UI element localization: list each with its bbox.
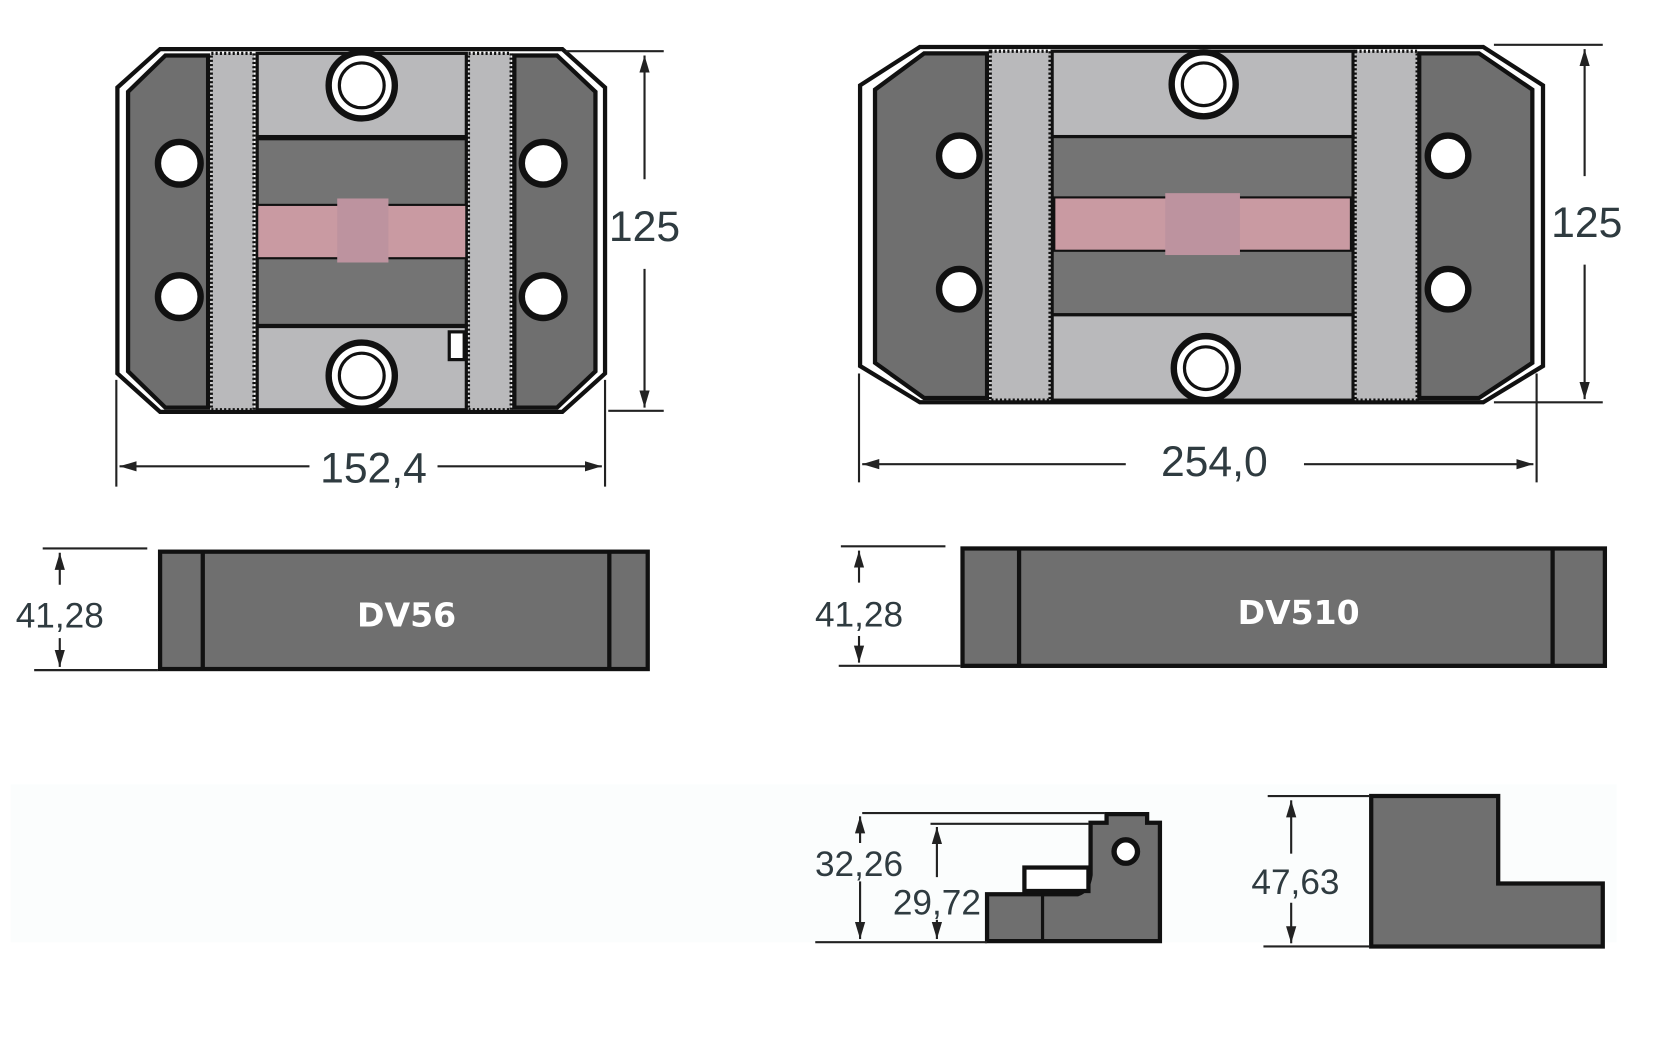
dv510-width-dimension: 254,0 <box>1161 438 1268 486</box>
block-profile-view: 47,63 <box>1251 793 1605 949</box>
dv56-label: DV56 <box>357 595 456 634</box>
background-band <box>10 784 1617 943</box>
hex-screw-icon <box>935 132 1472 313</box>
dv56-side-height: 41,28 <box>16 596 104 635</box>
bolt-hole-icon <box>1168 49 1242 404</box>
dv510-height-dimension: 125 <box>1551 199 1622 247</box>
jaw-step-height: 29,72 <box>893 883 981 922</box>
dv510-label: DV510 <box>1238 593 1360 632</box>
bolt-hole-icon <box>325 49 399 412</box>
hex-screw-icon <box>154 138 568 322</box>
dv510-side-height: 41,28 <box>815 595 903 634</box>
block-height: 47,63 <box>1251 863 1339 902</box>
jaw-profile-view: 32,26 29,72 <box>815 812 1163 944</box>
dv56-side-view: DV56 41,28 <box>16 547 650 672</box>
dv510-top-view: 125 254,0 <box>857 43 1622 486</box>
dv510-side-view: DV510 41,28 <box>815 545 1608 668</box>
jaw-overall-height: 32,26 <box>815 845 903 884</box>
dv56-width-dimension: 152,4 <box>320 444 427 492</box>
dv56-top-view: 125 152,4 <box>115 46 680 492</box>
dv56-height-dimension: 125 <box>609 203 680 251</box>
